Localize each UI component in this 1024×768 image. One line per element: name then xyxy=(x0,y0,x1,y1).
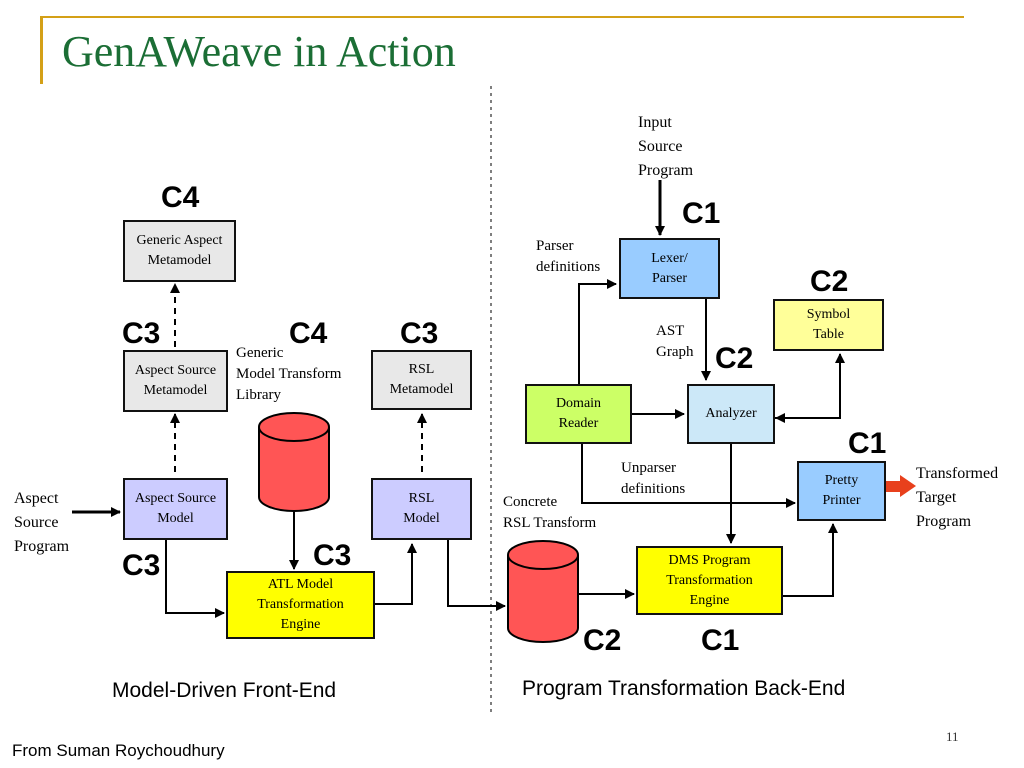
c3-rsl-label: C3 xyxy=(400,317,439,350)
pretty-printer-box: Pretty Printer xyxy=(797,461,886,521)
domain-reader-box: Domain Reader xyxy=(525,384,632,444)
footer-credit: From Suman Roychoudhury xyxy=(12,741,225,760)
front-end-caption: Model-Driven Front-End xyxy=(112,679,337,702)
unparser-definitions-label: Unparser definitions xyxy=(621,460,686,497)
c4-top-label: C4 xyxy=(161,181,200,214)
ast-graph-label: AST Graph xyxy=(656,323,694,360)
aspect-source-model-box: Aspect Source Model xyxy=(123,478,228,540)
rsl-metamodel-box: RSL Metamodel xyxy=(371,350,472,410)
c3-left-bottom-label: C3 xyxy=(122,549,161,582)
transformed-target-program-label: Transformed Target Program xyxy=(916,465,999,530)
analyzer-label: Analyzer xyxy=(705,406,757,421)
generic-aspect-metamodel-box: Generic Aspect Metamodel xyxy=(123,220,236,282)
arrow-atl-to-rslmodel xyxy=(375,543,417,605)
library-cylinder xyxy=(258,412,330,512)
c1-printer-label: C1 xyxy=(848,427,887,460)
rsl-model-box: RSL Model xyxy=(371,478,472,540)
arrow-asmodel-to-atl xyxy=(165,540,225,618)
c2-symbol-label: C2 xyxy=(810,265,849,298)
symbol-table-box: Symbol Table xyxy=(773,299,884,351)
symbol-table-label: Symbol Table xyxy=(806,307,851,342)
rsl-model-label: RSL Model xyxy=(403,491,440,526)
c1-dms-label: C1 xyxy=(701,624,740,657)
c3-atl-label: C3 xyxy=(313,539,352,572)
dms-engine-box: DMS Program Transformation Engine xyxy=(636,546,783,615)
c4-mid-label: C4 xyxy=(289,317,328,350)
atl-engine-box: ATL Model Transformation Engine xyxy=(226,571,375,639)
domain-reader-label: Domain Reader xyxy=(555,396,602,431)
c1-lexer-label: C1 xyxy=(682,197,721,230)
arrow-rslmodel-to-concrete xyxy=(447,540,506,611)
back-end-caption: Program Transformation Back-End xyxy=(522,677,846,700)
concrete-transform-cylinder xyxy=(507,540,579,643)
input-source-program-label: Input Source Program xyxy=(638,114,694,179)
arrow-dms-to-printer xyxy=(783,523,838,597)
aspect-source-program-label: Aspect Source Program xyxy=(14,490,70,555)
arrow-domain-to-lexer xyxy=(578,279,617,384)
arrow-domain-to-printer xyxy=(581,444,796,508)
concrete-rsl-transform-label: Concrete RSL Transform xyxy=(503,494,597,531)
aspect-source-metamodel-label: Aspect Source Metamodel xyxy=(134,363,217,398)
atl-engine-label: ATL Model Transformation Engine xyxy=(257,577,344,632)
rsl-metamodel-label: RSL Metamodel xyxy=(389,362,454,397)
page-number: 11 xyxy=(946,729,959,744)
parser-definitions-label: Parser definitions xyxy=(536,238,601,275)
title-rule-horizontal xyxy=(40,16,964,18)
pretty-printer-label: Pretty Printer xyxy=(822,473,861,508)
slide-title: GenAWeave in Action xyxy=(62,27,456,76)
dms-engine-label: DMS Program Transformation Engine xyxy=(666,552,753,608)
aspect-source-model-label: Aspect Source Model xyxy=(134,491,217,526)
lexer-parser-box: Lexer/ Parser xyxy=(619,238,720,299)
generic-aspect-metamodel-label: Generic Aspect Metamodel xyxy=(136,233,223,268)
title-rule-vertical xyxy=(40,16,43,84)
output-arrow xyxy=(886,475,916,497)
aspect-source-metamodel-box: Aspect Source Metamodel xyxy=(123,350,228,412)
lexer-parser-label: Lexer/ Parser xyxy=(651,250,688,286)
arrow-analyzer-symbol xyxy=(775,353,845,419)
c2-analyzer-label: C2 xyxy=(715,342,754,375)
c2-concrete-label: C2 xyxy=(583,624,622,657)
c3-left-mid-label: C3 xyxy=(122,317,161,350)
generic-model-transform-library-label: Generic Model Transform Library xyxy=(236,345,342,403)
analyzer-box: Analyzer xyxy=(687,384,775,444)
